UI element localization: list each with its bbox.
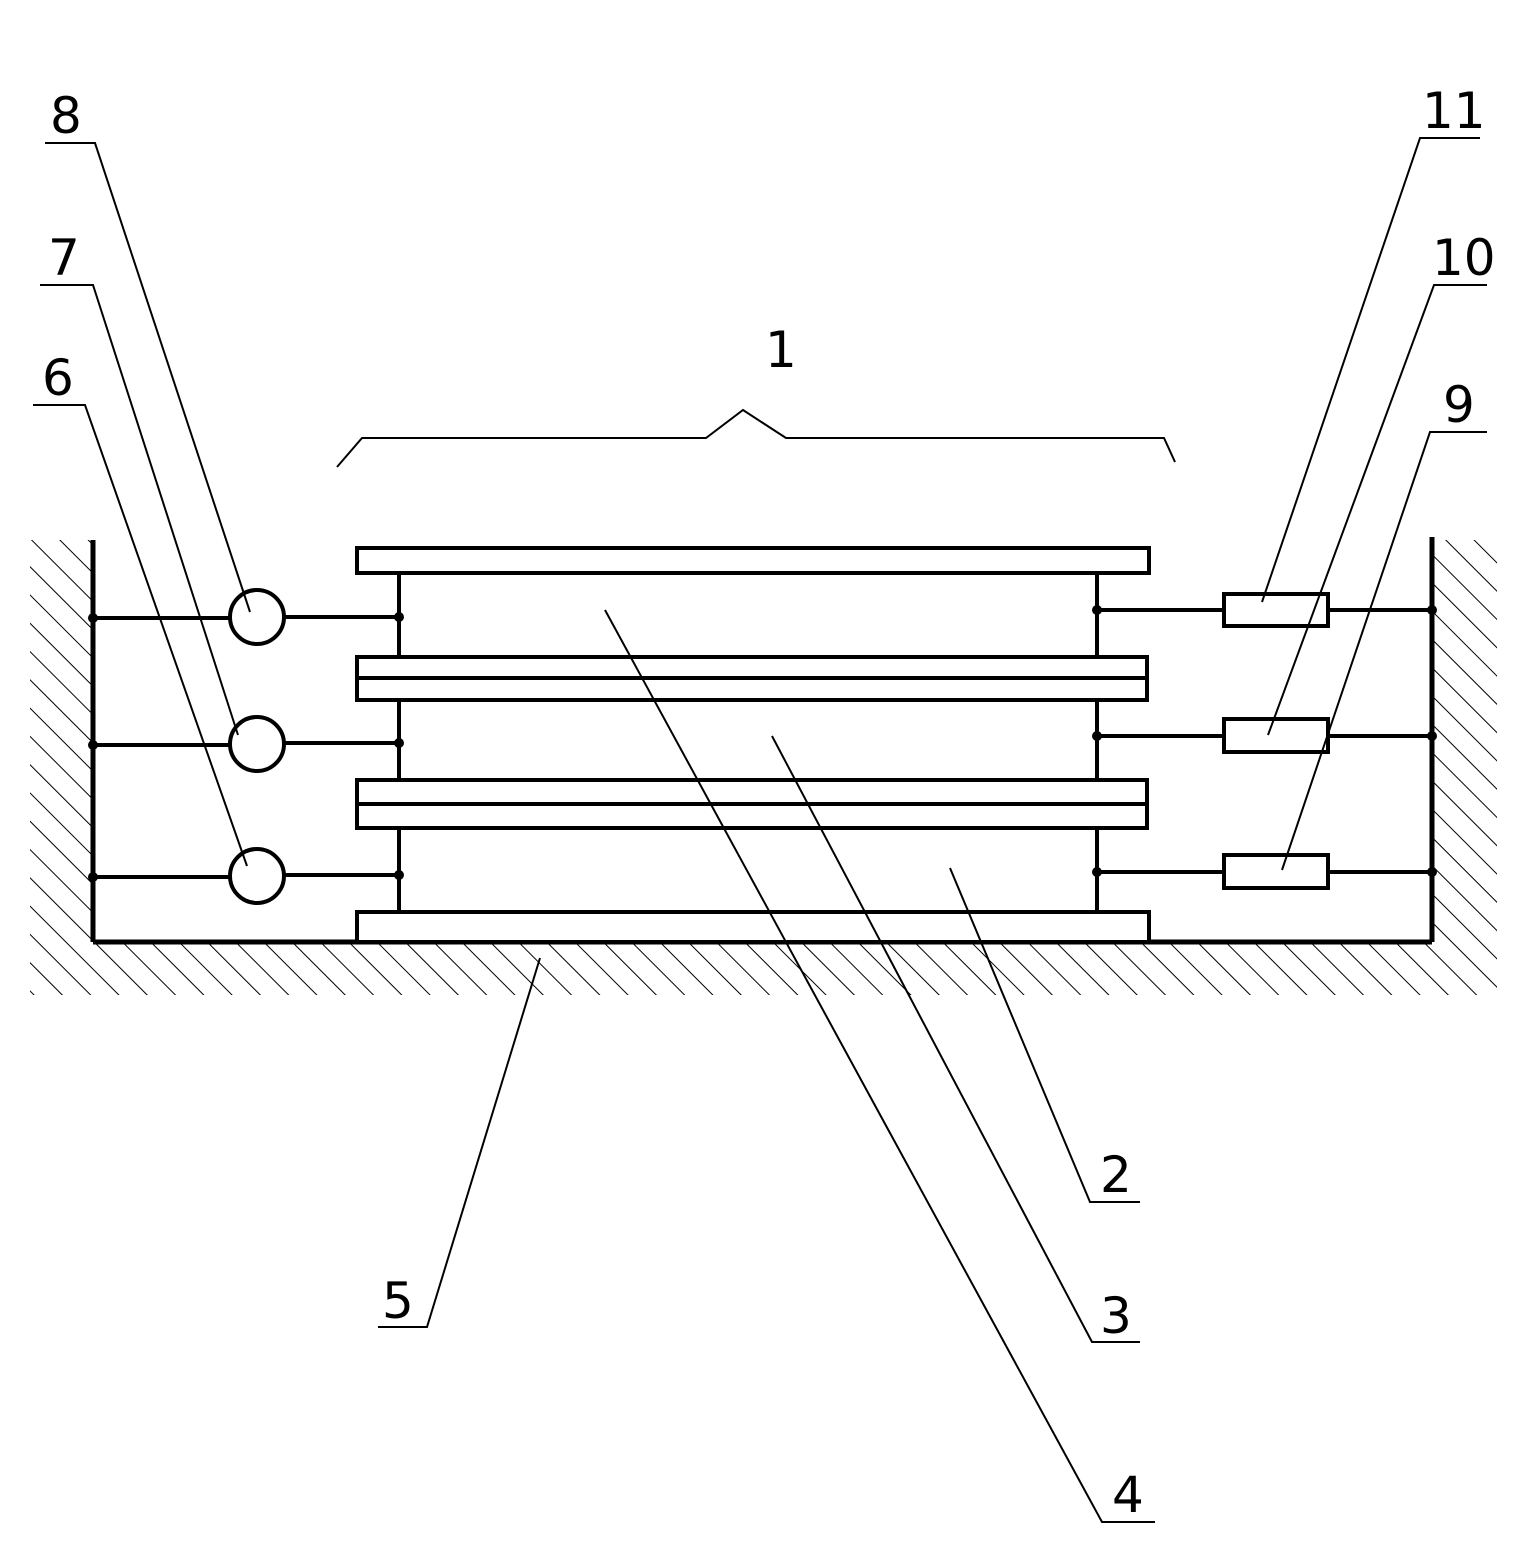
resistor-9 [1224, 855, 1328, 888]
label-1: 1 [765, 321, 797, 379]
label-3: 3 [1100, 1287, 1132, 1345]
resistor-11 [1224, 594, 1328, 626]
cell-side-walls [399, 573, 1097, 912]
label-7: 7 [48, 229, 80, 287]
label-11: 11 [1422, 82, 1486, 140]
bottom-end-plate [357, 912, 1149, 942]
label-2: 2 [1100, 1146, 1132, 1204]
resistor-10 [1224, 719, 1328, 752]
label-10: 10 [1432, 229, 1496, 287]
source-8 [230, 590, 284, 644]
label-9: 9 [1443, 376, 1475, 434]
label-8: 8 [50, 87, 82, 145]
top-end-plate [357, 548, 1149, 573]
label-5: 5 [382, 1272, 414, 1330]
label-4: 4 [1112, 1466, 1144, 1524]
source-6 [230, 849, 284, 903]
label-6: 6 [42, 349, 74, 407]
stack-brace [337, 410, 1175, 467]
source-7 [230, 717, 284, 771]
